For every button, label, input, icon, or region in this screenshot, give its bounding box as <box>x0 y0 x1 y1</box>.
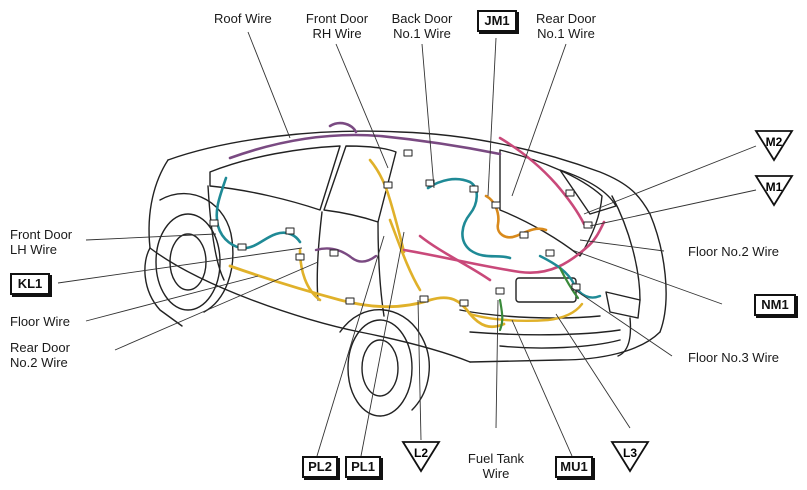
label-fuel-tank-wire: Fuel Tank Wire <box>456 451 536 481</box>
m1-label: M1 <box>766 180 783 194</box>
back-door-harness <box>426 177 512 260</box>
label-fuel-tank-line2: Wire <box>482 466 510 481</box>
label-floor-no3-wire: Floor No.3 Wire <box>688 350 780 365</box>
label-back-door-line1: Back Door <box>391 11 453 26</box>
wire-harnesses <box>209 121 606 332</box>
car-body <box>144 130 667 417</box>
connector-kl1: KL1 <box>10 273 50 295</box>
label-front-door-lh-wire: Front Door LH Wire <box>10 227 72 257</box>
l2-label: L2 <box>414 446 428 460</box>
label-front-door-lh-line2: LH Wire <box>10 242 57 257</box>
roof-harness <box>228 133 502 160</box>
connector-blocks <box>209 149 593 307</box>
label-front-door-rh-wire: Front Door RH Wire <box>301 11 373 41</box>
m2-label: M2 <box>766 135 783 149</box>
l3-label: L3 <box>623 446 637 460</box>
label-rear-door-no1-line1: Rear Door <box>536 11 596 26</box>
label-back-door-line2: No.1 Wire <box>393 26 451 41</box>
front-door-rh-harness <box>368 158 406 254</box>
connector-nm1: NM1 <box>754 294 796 316</box>
label-front-door-rh-line2: RH Wire <box>312 26 362 41</box>
triangle-l3: L3 <box>610 441 650 473</box>
floor-no2-harness <box>402 220 606 274</box>
leader-lines <box>57 31 757 457</box>
label-front-door-lh-line1: Front Door <box>10 227 73 242</box>
label-rear-door-no1-wire: Rear Door No.1 Wire <box>528 11 604 41</box>
label-back-door-no1-wire: Back Door No.1 Wire <box>386 11 458 41</box>
rear-door-no2-harness <box>314 247 378 263</box>
floor-harness <box>228 264 506 329</box>
triangle-m1: M1 <box>754 175 794 207</box>
connector-jm1: JM1 <box>477 10 517 32</box>
label-fuel-tank-line1: Fuel Tank <box>467 451 525 466</box>
triangle-l2: L2 <box>401 441 441 473</box>
label-rear-door-no1-line2: No.1 Wire <box>537 26 595 41</box>
triangle-m2: M2 <box>754 130 794 162</box>
label-rear-door-no2-line1: Rear Door <box>10 340 70 355</box>
fuel-tank-harness <box>498 298 504 332</box>
floor-no3-harness <box>538 254 602 299</box>
connector-mu1: MU1 <box>555 456 593 478</box>
label-rear-door-no2-line2: No.2 Wire <box>10 355 68 370</box>
connector-pl1: PL1 <box>345 456 381 478</box>
label-rear-door-no2-wire: Rear Door No.2 Wire <box>10 340 70 370</box>
rear-door-no1-harness <box>498 136 586 226</box>
label-floor-no2-wire: Floor No.2 Wire <box>688 244 780 259</box>
label-front-door-rh-line1: Front Door <box>305 11 369 26</box>
connector-pl2: PL2 <box>302 456 338 478</box>
label-roof-wire: Roof Wire <box>214 11 272 26</box>
label-floor-wire: Floor Wire <box>10 314 70 329</box>
